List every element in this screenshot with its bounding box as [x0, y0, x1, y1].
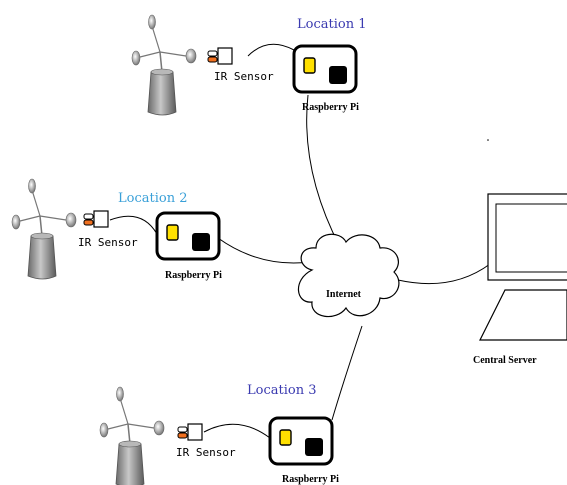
- link-rpi2-internet: [217, 237, 311, 264]
- raspberry-pi-icon: [268, 416, 334, 466]
- anemometer-icon: [131, 14, 197, 116]
- connection-lines: [109, 43, 491, 439]
- link-internet-rpi3: [331, 325, 363, 421]
- location-3-sensor-label: IR Sensor: [176, 446, 236, 459]
- cloud-icon: [297, 233, 400, 318]
- internet-label: Internet: [326, 289, 362, 300]
- anemometer-icon: [99, 386, 165, 485]
- location-2: Location 2 IR Sensor Raspberry Pi: [11, 178, 222, 281]
- location-1: Location 1 IR Sensor Raspberry Pi: [131, 14, 366, 116]
- stray-dot: [487, 139, 489, 141]
- central-server: Central Server: [473, 193, 567, 366]
- location-2-device-label: Raspberry Pi: [165, 270, 222, 281]
- location-2-title: Location 2: [118, 191, 187, 206]
- ir-sensor-icon: [177, 423, 203, 441]
- link-sensor2-rpi2: [109, 215, 158, 235]
- link-sensor3-rpi3: [203, 423, 271, 439]
- location-3: Location 3 IR Sensor Raspberry Pi: [99, 383, 339, 485]
- raspberry-pi-icon: [292, 44, 358, 94]
- location-3-title: Location 3: [247, 383, 316, 398]
- location-2-sensor-label: IR Sensor: [78, 236, 138, 249]
- location-1-title: Location 1: [297, 17, 366, 32]
- location-1-sensor-label: IR Sensor: [214, 70, 274, 83]
- anemometer-icon: [11, 178, 77, 280]
- central-server-label: Central Server: [473, 355, 537, 366]
- link-rpi1-internet: [306, 94, 341, 248]
- ir-sensor-icon: [207, 47, 233, 65]
- link-internet-server: [397, 263, 491, 285]
- location-1-device-label: Raspberry Pi: [302, 102, 359, 113]
- laptop-icon: [479, 193, 567, 341]
- link-sensor1-rpi1: [247, 43, 295, 57]
- raspberry-pi-icon: [155, 211, 221, 261]
- internet-cloud: Internet: [297, 233, 400, 318]
- ir-sensor-icon: [83, 210, 109, 228]
- location-3-device-label: Raspberry Pi: [282, 474, 339, 485]
